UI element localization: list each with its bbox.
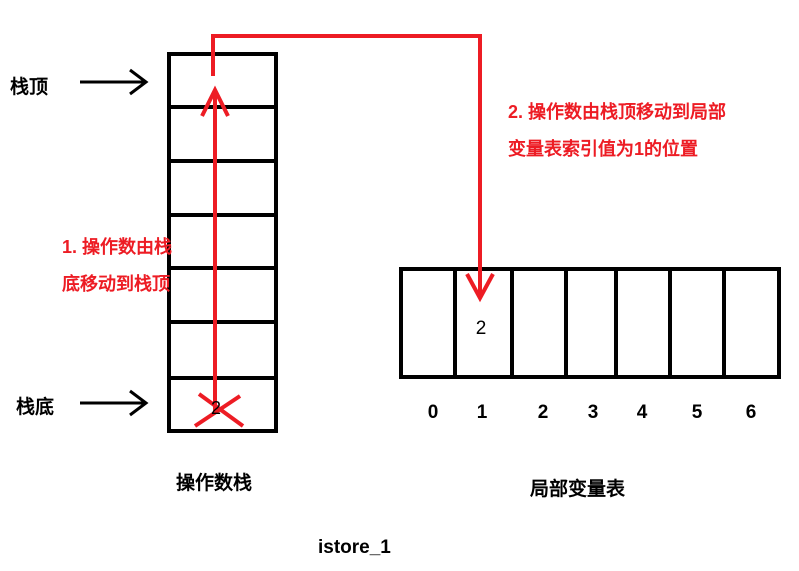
removed-cross-icon: [193, 392, 245, 428]
index-5: 5: [691, 402, 703, 423]
index-0: 0: [427, 402, 439, 423]
operand-stack-label: 操作数栈: [176, 473, 253, 494]
local-var-slot-1-value: 2: [475, 318, 487, 339]
instruction-label: istore_1: [318, 537, 391, 558]
stack-top-arrow-icon: [80, 68, 149, 96]
index-4: 4: [636, 402, 648, 423]
local-variable-table-label: 局部变量表: [530, 479, 626, 500]
step2-arrow-icon: [211, 34, 495, 303]
step1-arrow-icon: [200, 85, 230, 412]
stack-bottom-arrow-icon: [80, 389, 149, 417]
index-3: 3: [587, 402, 599, 423]
local-variable-table-box: [399, 267, 781, 379]
stack-bottom-value: 2: [210, 398, 221, 418]
step1-annotation-line2: 底移动到栈顶: [62, 274, 170, 294]
step2-annotation-line1: 2. 操作数由栈顶移动到局部: [508, 102, 727, 122]
step2-annotation-line2: 变量表索引值为1的位置: [508, 139, 699, 159]
stack-bottom-label: 栈底: [16, 397, 55, 418]
index-2: 2: [537, 402, 549, 423]
operand-stack-box: [167, 52, 278, 433]
index-1: 1: [476, 402, 488, 423]
step1-annotation-line1: 1. 操作数由栈: [62, 237, 173, 257]
stack-top-label: 栈顶: [10, 77, 49, 98]
index-6: 6: [745, 402, 757, 423]
